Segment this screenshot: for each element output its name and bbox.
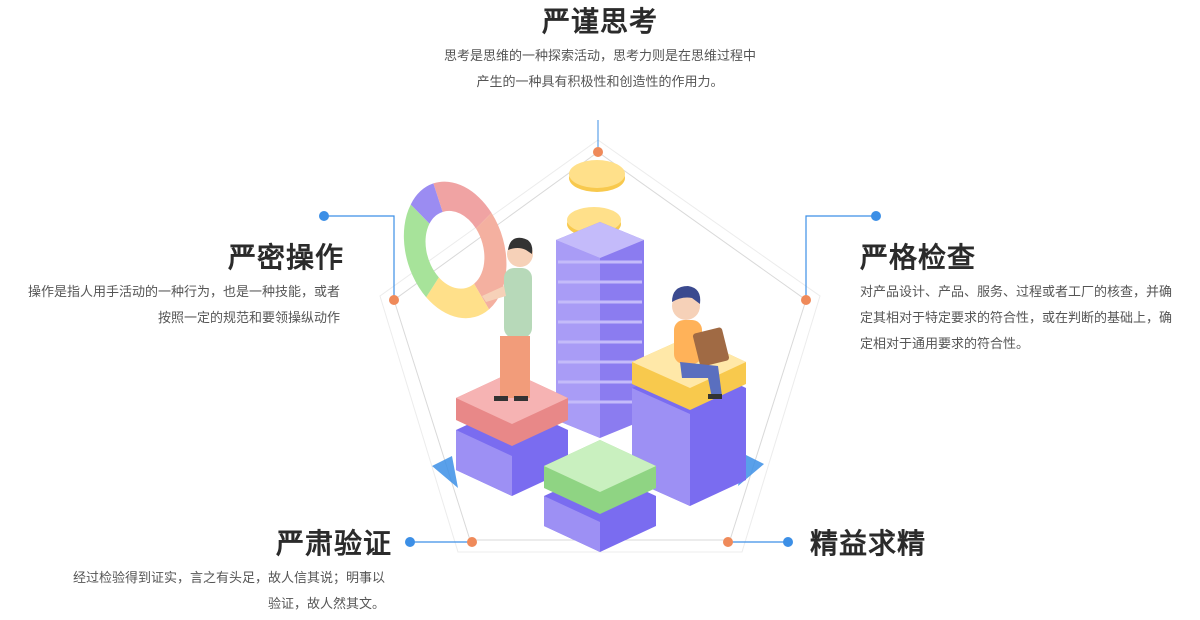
desc-line: 思考是思维的一种探索活动，思考力则是在思维过程中 — [443, 49, 756, 64]
section-desc-strict-operation: 操作是指人用手活动的一种行为，也是一种技能，或者 按照一定的规范和要领操纵动作 — [0, 280, 340, 332]
desc-line: 对产品设计、产品、服务、过程或者工厂的核查，并确 — [860, 285, 1173, 300]
connector-dot-top — [593, 147, 603, 157]
desc-line: 定相对于通用要求的符合性。 — [860, 337, 1030, 352]
section-desc-rigorous-thinking: 思考是思维的一种探索活动，思考力则是在思维过程中 产生的一种具有积极性和创造性的… — [400, 44, 800, 96]
sitting-person — [672, 286, 730, 399]
desc-line: 验证，故人然其文。 — [267, 597, 385, 612]
section-title-rigorous-thinking: 严谨思考 — [542, 5, 659, 38]
section-desc-serious-verification: 经过检验得到证实，言之有头足，故人信其说；明事以 验证，故人然其文。 — [40, 566, 385, 618]
section-title-serious-verification: 严肃验证 — [276, 527, 393, 560]
section-title-strict-inspection: 严格检查 — [860, 241, 977, 274]
connector-dot-bl-blue — [405, 537, 415, 547]
stacked-tower — [556, 222, 644, 438]
connector-dot-right-blue — [871, 211, 881, 221]
connector-left — [324, 215, 395, 300]
section-title-excellence: 精益求精 — [810, 527, 927, 560]
connector-dot-left-blue — [319, 211, 329, 221]
desc-line: 操作是指人用手活动的一种行为，也是一种技能，或者 — [27, 285, 340, 300]
donut-graphic — [403, 181, 507, 319]
section-desc-strict-inspection: 对产品设计、产品、服务、过程或者工厂的核查，并确 定其相对于特定要求的符合性，或… — [860, 280, 1200, 358]
left-block — [456, 372, 568, 496]
desc-line: 定其相对于特定要求的符合性，或在判断的基础上，确 — [860, 311, 1173, 326]
standing-person — [482, 237, 533, 401]
connector-dot-right-orange — [801, 295, 811, 305]
desc-line: 经过检验得到证实，言之有头足，故人信其说；明事以 — [72, 571, 385, 586]
desc-line: 按照一定的规范和要领操纵动作 — [157, 311, 340, 326]
connector-right — [805, 215, 876, 300]
section-title-strict-operation: 严密操作 — [228, 241, 345, 274]
front-block — [544, 440, 656, 552]
arrow-accent-left — [432, 456, 458, 488]
connector-dot-left-orange — [389, 295, 399, 305]
connector-dot-br-orange — [723, 537, 733, 547]
connector-dot-bl-orange — [467, 537, 477, 547]
desc-line: 产生的一种具有积极性和创造性的作用力。 — [476, 75, 724, 90]
connector-dot-br-blue — [783, 537, 793, 547]
